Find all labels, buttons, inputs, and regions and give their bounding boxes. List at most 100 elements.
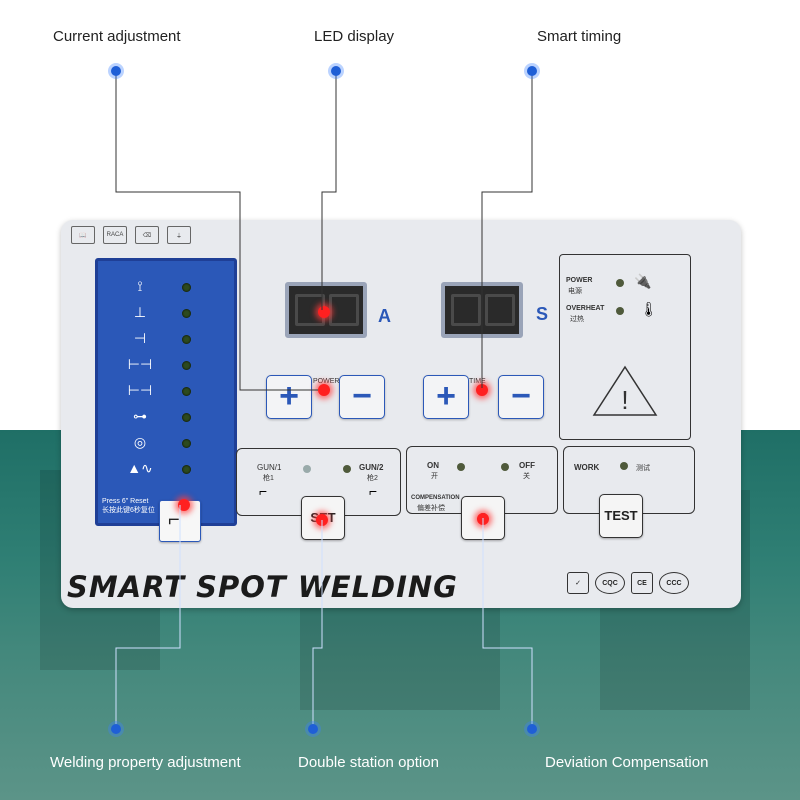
on-led: [457, 463, 465, 471]
property-led: [182, 439, 191, 448]
svg-text:!: !: [621, 385, 628, 415]
digit: [329, 294, 359, 326]
wave-weld-icon: ▲∿: [127, 460, 153, 476]
callout-smart-timing: Smart timing: [537, 28, 622, 45]
property-led: [182, 465, 191, 474]
m5-bolt-icon: ⊢⊣: [127, 356, 153, 372]
property-row: ◎: [98, 431, 234, 457]
power-plug-icon: 🔌: [634, 273, 652, 289]
earth-icon: ⏚: [167, 226, 191, 244]
compensation-label-cn: 偏差补偿: [417, 505, 445, 512]
on-label: ON: [427, 461, 439, 470]
callout-dot-welding: [111, 724, 121, 734]
property-led: [182, 309, 191, 318]
property-led: [182, 283, 191, 292]
property-row: ⟟: [98, 275, 234, 301]
property-led: [182, 361, 191, 370]
quality-cert-icon: ✓: [567, 572, 589, 594]
m4-bolt-icon: ⊢⊣: [127, 382, 153, 398]
work-label-cn: 测试: [636, 465, 650, 472]
time-label: TIME: [469, 378, 486, 385]
on-label-cn: 开: [431, 473, 438, 480]
off-label-cn: 关: [523, 473, 530, 480]
recycle-bin-icon: ⌫: [135, 226, 159, 244]
gun2-label: GUN/2: [359, 463, 384, 472]
current-unit: A: [378, 306, 391, 326]
current-adjust-indicator: [318, 384, 330, 396]
property-led: [182, 387, 191, 396]
digit: [485, 294, 515, 326]
warning-triangle-icon: !: [592, 365, 658, 416]
line-double-station: [312, 520, 323, 728]
reset-hint-cn: 长按此键6秒复位: [102, 507, 155, 514]
power-status-label-cn: 电源: [568, 288, 582, 295]
work-label: WORK: [574, 463, 600, 472]
property-row: ⊢⊣: [98, 379, 234, 405]
callout-dot-led: [331, 66, 341, 76]
manual-book-icon: 📖: [71, 226, 95, 244]
gun1-led: [303, 465, 311, 473]
test-button[interactable]: TEST: [599, 494, 643, 538]
time-minus-button[interactable]: −: [498, 375, 544, 419]
off-label: OFF: [519, 461, 535, 470]
control-panel: 📖 RACA ⌫ ⏚ ⟟ ⊥ ⊣ ⊢⊣ ⊢⊣ ⊶ ◎ ▲∿ Press 6" R…: [61, 220, 741, 608]
welding-property-panel: ⟟ ⊥ ⊣ ⊢⊣ ⊢⊣ ⊶ ◎ ▲∿ Press 6" Reset 长按此键6秒…: [95, 258, 237, 526]
cqc-cert-icon: CQC: [595, 572, 625, 594]
overheat-led: [616, 307, 624, 315]
current-minus-button[interactable]: −: [339, 375, 385, 419]
property-led: [182, 335, 191, 344]
compensation-label: COMPENSATION: [411, 495, 460, 501]
current-plus-button[interactable]: +: [266, 375, 312, 419]
line-smart-timing: [481, 71, 533, 388]
timing-indicator: [476, 384, 488, 396]
led-display-indicator: [318, 306, 330, 318]
gun2-icon: ⌐: [369, 483, 378, 499]
gun2-label-cn: 枪2: [367, 475, 378, 482]
ccc-cert-icon: CCC: [659, 572, 689, 594]
welding-property-indicator: [178, 499, 190, 511]
callout-dot-timing: [527, 66, 537, 76]
time-plus-button[interactable]: +: [423, 375, 469, 419]
callout-dot-current: [111, 66, 121, 76]
power-status-label: POWER: [566, 277, 593, 284]
top-icons: 📖 RACA ⌫ ⏚: [71, 226, 191, 244]
off-led: [501, 463, 509, 471]
property-row: ⊢⊣: [98, 353, 234, 379]
line-current-adjustment: [115, 71, 318, 391]
gun1-label-cn: 枪1: [263, 475, 274, 482]
digit: [451, 294, 481, 326]
status-panel: POWER 电源 🔌 OVERHEAT 过热 🌡 !: [559, 254, 691, 440]
line-led-display: [321, 71, 337, 310]
reset-hint-en: Press 6" Reset: [102, 498, 149, 505]
property-row: ⊥: [98, 301, 234, 327]
callout-double-station: Double station option: [298, 754, 439, 771]
rod-icon: ⊣: [133, 330, 147, 346]
property-led: [182, 413, 191, 422]
gun1-label: GUN/1: [257, 463, 282, 472]
overheat-status-label: OVERHEAT: [566, 305, 605, 312]
power-led: [616, 279, 624, 287]
callout-dot-station: [308, 724, 318, 734]
property-row: ⊶: [98, 405, 234, 431]
raca-logo-icon: RACA: [103, 226, 127, 244]
overheat-status-label-cn: 过热: [570, 316, 584, 323]
brand-title: SMART SPOT WELDING: [67, 570, 458, 604]
ring-terminal-icon: ⊶: [133, 408, 147, 424]
time-unit: S: [536, 304, 549, 324]
callout-dot-deviation: [527, 724, 537, 734]
gun2-led: [343, 465, 351, 473]
line-welding-property: [115, 505, 181, 728]
gun1-icon: ⌐: [259, 483, 268, 499]
thermometer-icon: 🌡: [640, 301, 658, 317]
property-row: ⊣: [98, 327, 234, 353]
callout-current-adjustment: Current adjustment: [53, 28, 181, 45]
line-deviation: [482, 518, 533, 728]
reset-hint: Press 6" Reset 长按此键6秒复位: [102, 497, 155, 515]
callout-deviation-compensation: Deviation Compensation: [545, 754, 709, 771]
certification-marks: ✓ CQC CE CCC: [567, 572, 689, 594]
pin-icon: ⊥: [133, 304, 147, 320]
welding-gun-icon: ⌐: [168, 509, 180, 531]
callout-led-display: LED display: [314, 28, 395, 45]
work-led: [620, 462, 628, 470]
